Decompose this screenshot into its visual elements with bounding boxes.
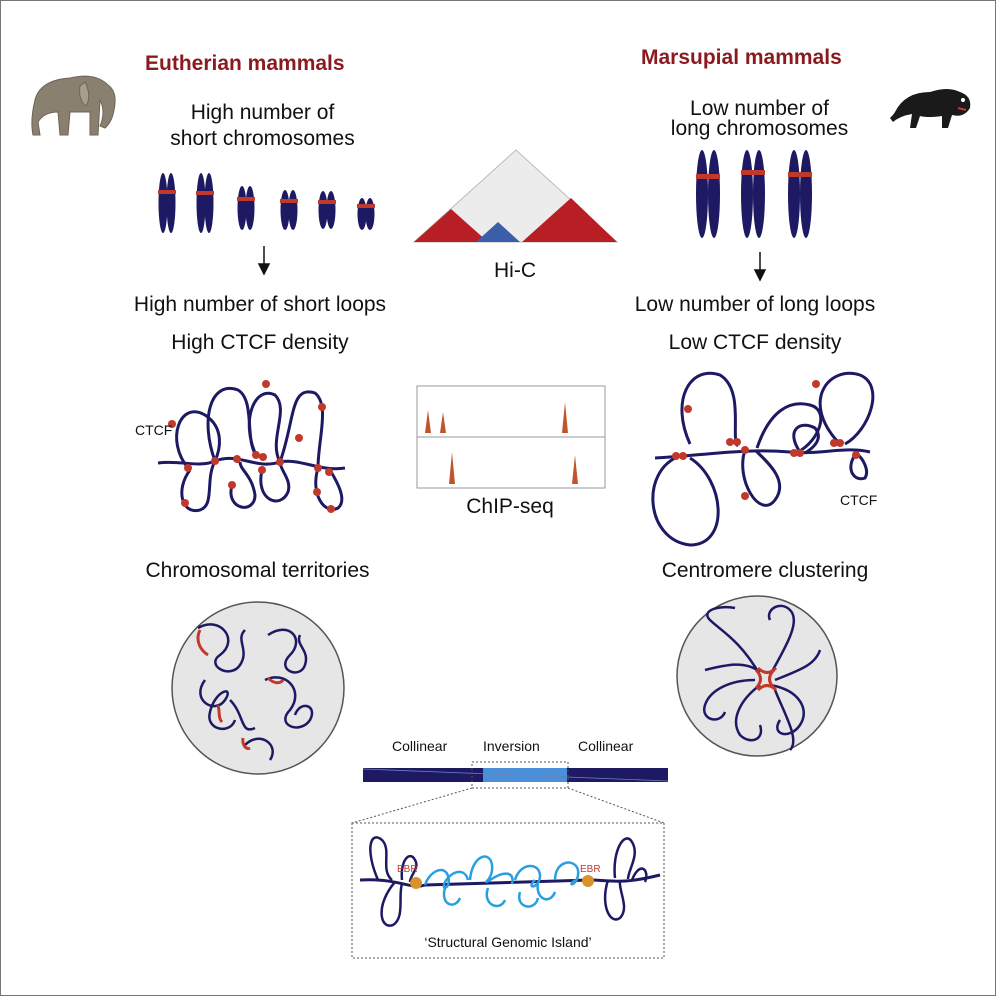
eutherian-nucleus-label: Chromosomal territories [145,559,370,582]
collinear-right-label: Collinear [578,738,634,754]
ebr-marker-right [582,875,594,887]
eutherian-chromosomes [158,173,375,233]
chipseq-label: ChIP-seq [466,495,554,518]
tasmanian-devil-icon [890,89,971,128]
synteny-bar [362,761,669,789]
hic-label: Hi-C [494,259,536,282]
collinear-left-label: Collinear [392,738,448,754]
nucleus-centromere-cluster [676,595,838,757]
ctcf-sites-right [672,380,860,500]
arrow-left-down [257,246,271,276]
ebr-marker-left [410,877,422,889]
eutherian-loops [157,386,346,513]
hic-triangle [412,149,619,243]
ctcf-label-left: CTCF [135,422,173,438]
eutherian-ctcf-density: High CTCF density [171,331,349,354]
nucleus-territories [171,601,345,775]
arrow-right-down [753,252,767,282]
marsupial-chromosomes [696,150,812,238]
zoom-connectors [351,787,665,959]
marsupial-loops [651,371,875,547]
structural-genomic-island-label: ‘Structural Genomic Island’ [424,934,592,950]
marsupial-chromosome-line2: long chromosomes [670,117,849,140]
marsupial-chromosome-line1: Low number of [690,97,829,120]
marsupial-nucleus-label: Centromere clustering [661,559,869,582]
eutherian-chromosome-line1: High number of [190,101,335,124]
ctcf-sites-left [168,380,335,513]
elephant-icon [31,75,116,136]
ctcf-label-right: CTCF [840,492,878,508]
eutherian-title: Eutherian mammals [145,52,345,75]
marsupial-ctcf-density: Low CTCF density [668,331,842,354]
eutherian-loops-label: High number of short loops [133,293,387,316]
inversion-label: Inversion [483,738,540,754]
ebr-label-left: EBR [397,864,418,875]
chipseq-panel [416,385,606,489]
marsupial-loops-label: Low number of long loops [634,293,876,316]
genomic-island-loops [359,836,661,927]
marsupial-title: Marsupial mammals [641,46,842,69]
ebr-label-right: EBR [580,864,601,875]
eutherian-chromosome-line2: short chromosomes [170,127,355,150]
